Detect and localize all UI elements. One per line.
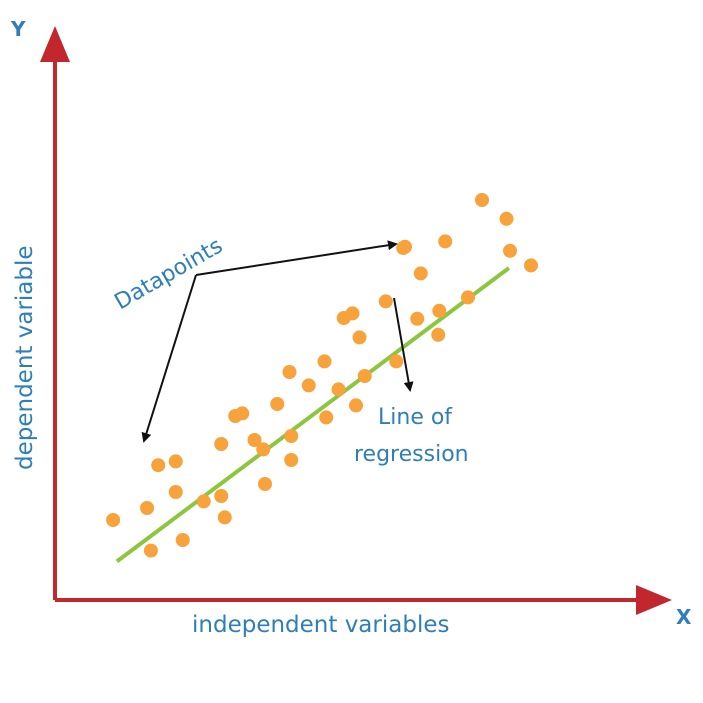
- data-point-35: [431, 327, 446, 342]
- data-point-17: [282, 365, 297, 379]
- data-point-2: [143, 543, 158, 558]
- datapoints-arrow-right: [195, 240, 398, 276]
- data-point-20: [301, 378, 316, 393]
- x-axis-title: independent variables: [192, 612, 449, 638]
- datapoints-arrow-left: [141, 274, 197, 443]
- datapoints-label: Datapoints: [111, 233, 228, 315]
- regression-line: [115, 266, 511, 564]
- data-point-34: [413, 266, 428, 281]
- data-point-12: [235, 406, 250, 421]
- data-point-23: [331, 382, 346, 397]
- y-axis-arrowhead: [40, 26, 70, 62]
- regression-arrow: [393, 297, 414, 392]
- x-axis-arrowhead: [636, 585, 672, 615]
- data-point-6: [175, 533, 190, 547]
- line-of-label: Line of: [378, 405, 453, 430]
- data-point-15: [258, 477, 272, 491]
- data-point-42: [524, 258, 538, 273]
- x-axis-letter: X: [676, 605, 692, 629]
- data-points: [106, 193, 538, 558]
- data-point-32: [398, 239, 412, 254]
- data-point-36: [432, 303, 447, 318]
- data-point-13: [247, 433, 262, 447]
- data-point-41: [503, 243, 517, 258]
- y-axis-letter: Y: [10, 17, 26, 41]
- data-point-33: [410, 311, 425, 326]
- data-point-38: [461, 290, 475, 305]
- data-point-21: [317, 354, 332, 369]
- data-point-30: [389, 354, 404, 369]
- data-point-18: [284, 453, 299, 467]
- data-point-29: [378, 294, 393, 309]
- data-point-7: [196, 494, 211, 509]
- data-point-1: [140, 501, 155, 515]
- data-point-28: [357, 369, 372, 383]
- data-point-25: [345, 306, 360, 321]
- y-axis-title: dependent variable: [12, 245, 38, 470]
- data-point-10: [217, 510, 232, 525]
- data-point-14: [256, 442, 271, 457]
- data-point-37: [438, 234, 453, 249]
- data-point-26: [349, 398, 363, 413]
- data-point-3: [151, 458, 166, 473]
- regression-label: regression: [354, 442, 469, 467]
- data-point-8: [214, 489, 229, 503]
- data-point-40: [499, 211, 514, 226]
- data-point-4: [168, 485, 183, 499]
- data-point-19: [284, 429, 299, 443]
- data-point-39: [475, 193, 489, 207]
- data-point-22: [319, 410, 334, 425]
- data-point-9: [214, 437, 229, 451]
- data-point-0: [106, 513, 121, 527]
- data-point-27: [352, 330, 367, 345]
- data-point-5: [168, 454, 183, 469]
- data-point-16: [270, 397, 285, 411]
